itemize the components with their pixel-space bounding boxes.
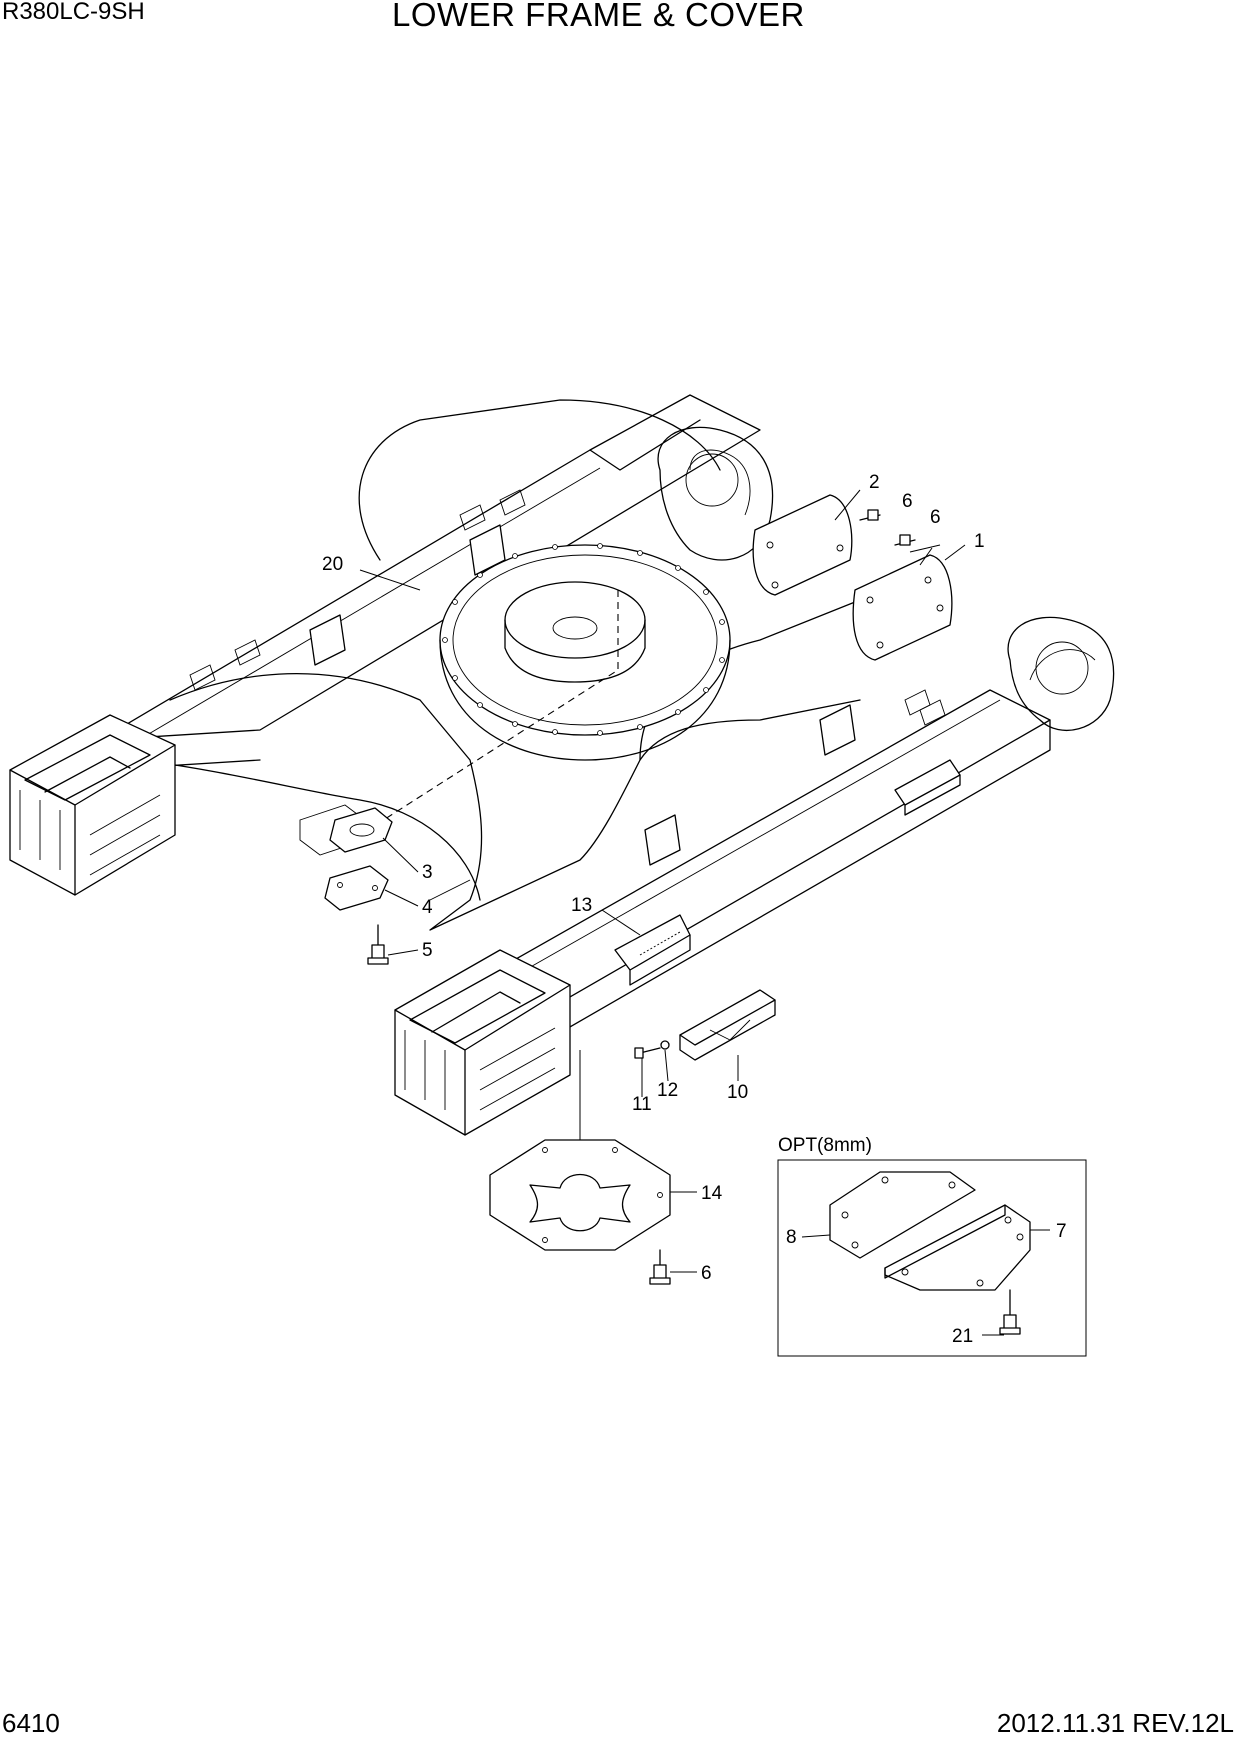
plate-3 — [329, 807, 393, 853]
model-number: R380LC-9SH — [2, 0, 145, 25]
callout-4: 4 — [422, 897, 433, 918]
step-13 — [614, 914, 691, 986]
callout-5: 5 — [422, 940, 433, 961]
callout-20: 20 — [322, 554, 343, 575]
callout-11: 11 — [632, 1094, 652, 1115]
date-revision: 2012.11.31 REV.12L — [996, 1708, 1234, 1738]
page-title: LOWER FRAME & COVER — [392, 0, 805, 33]
page-number: 6410 — [2, 1708, 60, 1738]
callout-10: 10 — [727, 1082, 748, 1103]
callout-21: 21 — [952, 1326, 973, 1347]
step-upper — [894, 759, 961, 816]
callout-2: 2 — [869, 472, 880, 493]
callout-1: 1 — [974, 531, 985, 552]
cover-plate-2 — [752, 494, 853, 596]
plate-4 — [324, 865, 389, 911]
step-10 — [679, 989, 776, 1061]
callout-7: 7 — [1056, 1221, 1067, 1242]
option-plate-7 — [884, 1204, 1031, 1291]
under-cover-14 — [489, 1139, 671, 1251]
bolt-6-lower — [649, 1249, 671, 1285]
callout-14: 14 — [701, 1183, 723, 1204]
callout-6-upper-left: 6 — [902, 491, 913, 512]
option-plate-8 — [829, 1171, 976, 1259]
callout-8: 8 — [786, 1227, 797, 1248]
cover-plate-1 — [852, 554, 953, 661]
option-box-label: OPT(8mm) — [778, 1135, 872, 1156]
lower-frame-drawing — [9, 394, 1115, 1136]
callout-13: 13 — [571, 895, 592, 916]
callout-6-lower: 6 — [701, 1263, 712, 1284]
callout-6-upper-right: 6 — [930, 507, 941, 528]
bolt-11-12 — [634, 1040, 670, 1059]
bolt-6-upper — [859, 509, 916, 546]
callout-3: 3 — [422, 862, 433, 883]
callout-12: 12 — [657, 1080, 678, 1101]
bolt-21 — [999, 1289, 1021, 1335]
option-box — [777, 1159, 1087, 1357]
bolt-5 — [367, 924, 389, 965]
